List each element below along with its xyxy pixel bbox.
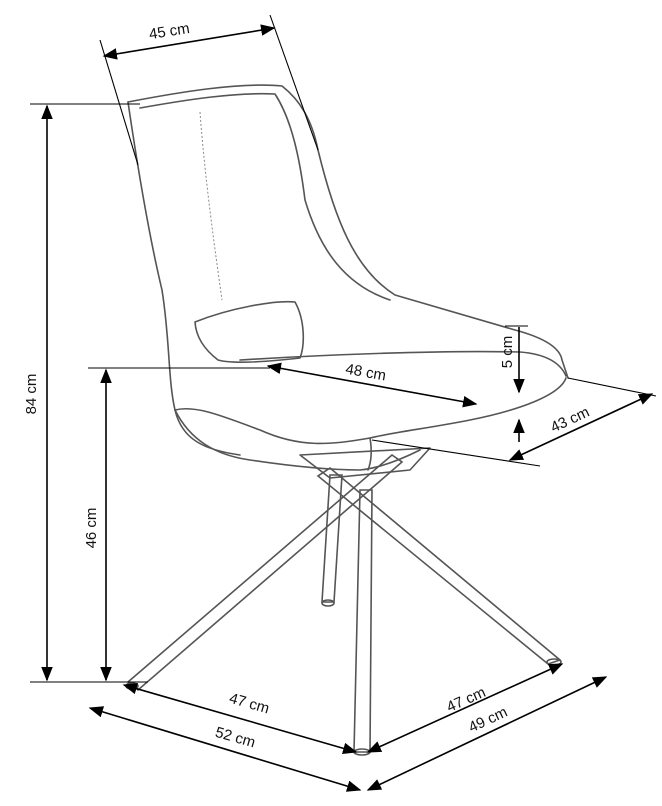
chair-illustration [125, 84, 569, 756]
chair-backrest [127, 84, 569, 379]
label-45cm: 45 cm [148, 20, 191, 43]
chair-back-inner [139, 92, 391, 301]
chair-base-hub [299, 447, 431, 479]
label-48cm: 48 cm [344, 361, 387, 385]
dim-line-45cm [102, 24, 276, 60]
label-47cm-left: 47 cm [227, 690, 271, 718]
chair-backrest-left-edge [127, 101, 241, 456]
dim-line-43cm [508, 393, 654, 461]
dim-line-49cm [366, 676, 608, 791]
chair-seat-side [367, 437, 373, 471]
label-84cm: 84 cm [23, 374, 40, 415]
dimension-lines [30, 14, 657, 792]
chair-back-seam [199, 111, 223, 301]
chair-handle-hole [194, 300, 305, 363]
dimension-labels: 45 cm 84 cm 46 cm 48 cm 5 cm 43 cm 47 cm… [23, 20, 592, 752]
label-5cm: 5 cm [499, 336, 516, 369]
label-46cm: 46 cm [83, 508, 100, 549]
dim-line-48cm [266, 362, 478, 408]
label-47cm-right: 47 cm [444, 684, 488, 716]
chair-seat-top [239, 350, 567, 377]
chair-seat-bottom [174, 409, 421, 471]
chair-seat-front [174, 377, 567, 445]
label-49cm: 49 cm [466, 704, 510, 737]
dim-line-52cm [88, 706, 362, 792]
